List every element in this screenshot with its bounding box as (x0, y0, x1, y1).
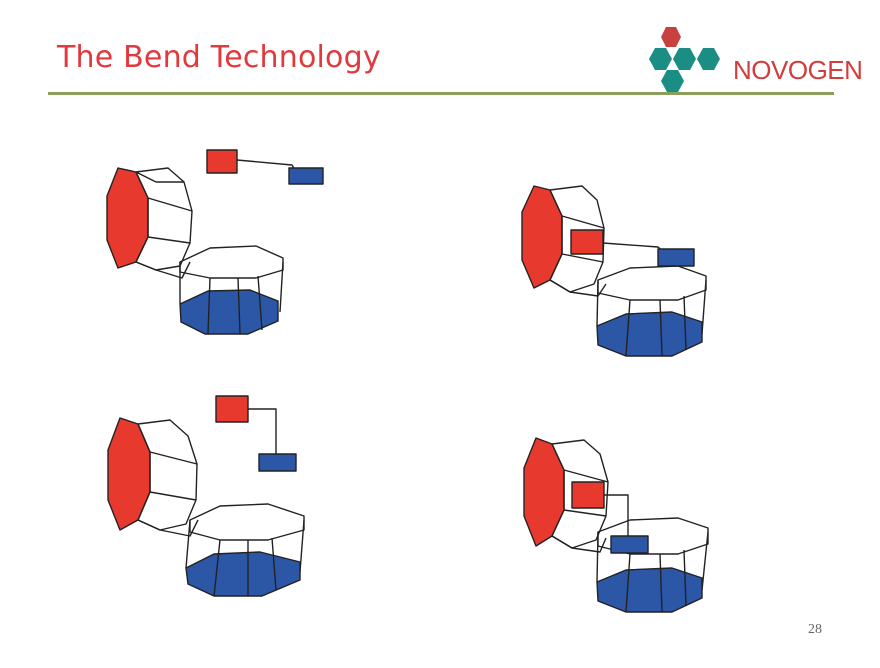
blue-rectangle-marker-icon (258, 453, 297, 472)
back-ring (549, 185, 605, 293)
logo-hex-red (661, 27, 681, 47)
bottom-ring-top (597, 517, 709, 555)
logo-hex-teal-1 (649, 48, 672, 70)
blue-face (596, 311, 703, 357)
slide-title: The Bend Technology (57, 40, 381, 75)
red-face (523, 437, 565, 547)
blue-face (596, 567, 703, 613)
bottom-ring-top (189, 503, 305, 541)
red-square-marker-icon (206, 149, 238, 174)
red-square-marker-icon (215, 395, 249, 423)
blue-face (185, 551, 301, 597)
blue-face (179, 289, 279, 335)
logo-text: NOVOGEN (733, 55, 863, 85)
bottom-ring-top (597, 265, 707, 301)
blue-rectangle-marker-icon (657, 248, 695, 267)
hexagon-cluster-logo-icon (649, 27, 720, 92)
logo-hex-teal-4 (661, 70, 684, 92)
back-ring (137, 419, 198, 531)
logo-hex-teal-2 (673, 48, 696, 70)
back-ring (551, 439, 609, 549)
red-face (107, 417, 151, 531)
panel-bottom-left (107, 395, 305, 597)
title-divider (48, 92, 834, 95)
blue-rectangle-marker-icon (288, 167, 324, 185)
red-face (521, 185, 563, 289)
panel-bottom-right (523, 437, 709, 613)
red-square-marker-icon (571, 481, 605, 509)
red-face (106, 167, 149, 269)
logo-hex-teal-3 (697, 48, 720, 70)
page-number: 28 (808, 622, 822, 637)
panel-top-left (106, 149, 324, 335)
bottom-ring-top (179, 245, 284, 279)
blue-rectangle-marker-icon (610, 535, 649, 554)
panel-top-right (521, 185, 707, 357)
red-square-marker-icon (570, 229, 604, 255)
